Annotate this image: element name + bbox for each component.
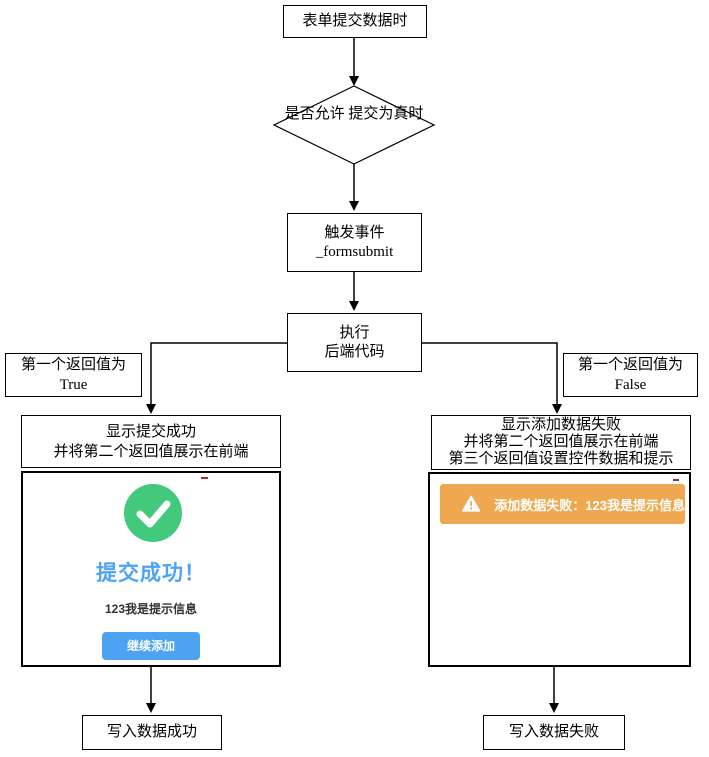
node-label-line2: _formsubmit	[315, 243, 394, 260]
node-label: 写入数据失败	[508, 724, 599, 740]
branch-label-line2: False	[614, 377, 647, 393]
success-message: 123我是提示信息	[104, 602, 198, 616]
node-label: 表单提交数据时	[302, 13, 408, 29]
node-trigger-formsubmit: 触发事件 _formsubmit	[287, 213, 422, 272]
node-decision-allow-submit: 是否允许 提交为真时	[274, 105, 434, 124]
node-label-line1: 执行	[339, 324, 370, 341]
branch-label-line1: 第一个返回值为	[577, 357, 683, 373]
fail-preview-panel: 添加数据失败：123我是提示信息	[428, 472, 691, 667]
node-show-fail-header: 显示添加数据失败 并将第二个返回值展示在前端 第三个返回值设置控件数据和提示	[431, 415, 691, 470]
success-preview-panel: 提交成功！ 123我是提示信息 继续添加	[21, 471, 281, 667]
node-label-line2: 后端代码	[324, 343, 385, 360]
node-show-success-header: 显示提交成功 并将第二个返回值展示在前端	[21, 415, 281, 468]
continue-add-button[interactable]: 继续添加	[102, 632, 200, 660]
connector-success-to-end	[146, 667, 156, 713]
node-form-submit-start: 表单提交数据时	[283, 5, 427, 38]
branch-label-false: 第一个返回值为 False	[563, 353, 698, 397]
connector-start-to-decision	[349, 38, 359, 86]
decision-diamond-shape	[272, 85, 436, 165]
artifact-dash	[673, 479, 679, 481]
node-label-line2: 提交为真时	[348, 106, 424, 122]
fail-alert-text: 添加数据失败：123我是提示信息	[494, 497, 685, 513]
node-label-line1: 是否允许	[284, 106, 345, 122]
warning-triangle-icon	[462, 495, 481, 512]
node-label-line1: 显示添加数据失败	[500, 417, 621, 433]
node-label: 写入数据成功	[106, 724, 197, 740]
node-execute-backend: 执行 后端代码	[287, 313, 422, 372]
node-label-line2: 并将第二个返回值展示在前端	[463, 434, 659, 450]
connector-execute-to-fail	[422, 342, 562, 414]
connector-trigger-to-execute	[349, 272, 359, 311]
connector-fail-to-end	[549, 667, 559, 713]
node-label-line1: 显示提交成功	[105, 423, 196, 440]
connector-decision-to-trigger	[349, 164, 359, 211]
node-write-success: 写入数据成功	[82, 715, 222, 750]
node-label-line2: 并将第二个返回值展示在前端	[53, 443, 249, 460]
branch-label-true: 第一个返回值为 True	[5, 353, 142, 397]
fail-alert-banner: 添加数据失败：123我是提示信息	[440, 484, 685, 524]
success-title: 提交成功！	[96, 562, 206, 585]
check-circle-icon	[124, 484, 182, 542]
artifact-dash	[201, 477, 208, 479]
branch-label-line1: 第一个返回值为	[20, 357, 126, 373]
node-label-line3: 第三个返回值设置控件数据和提示	[448, 451, 674, 467]
node-label-line1: 触发事件	[324, 224, 385, 241]
node-write-fail: 写入数据失败	[483, 715, 625, 750]
branch-label-line2: True	[59, 377, 88, 393]
connector-execute-to-success	[146, 342, 287, 414]
